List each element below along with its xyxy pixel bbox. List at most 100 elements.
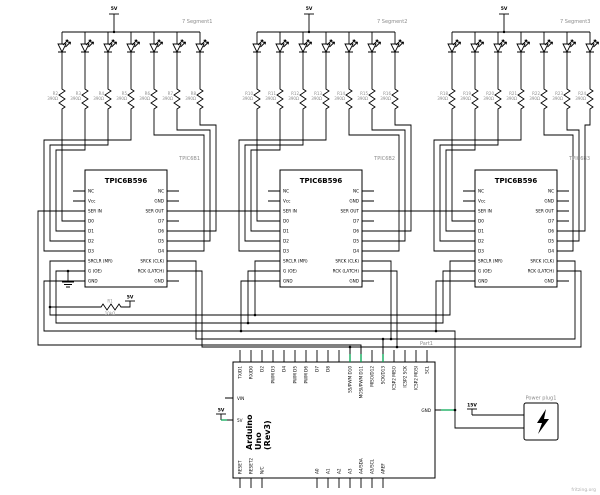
arduino-pin-label: MISO/D12	[370, 366, 375, 387]
chip-left-pin-stubs	[73, 190, 85, 282]
segment-routing-wires	[238, 112, 412, 252]
chip-pin-label: D1	[88, 229, 94, 234]
chip-pin-label: NC	[548, 189, 554, 194]
arduino-pin-label: A4/SDA	[359, 458, 364, 474]
chip-pin-label: NC	[88, 189, 94, 194]
junction-dot	[307, 30, 311, 34]
segment-group-label: 7 Segment1	[182, 19, 212, 25]
led-wires	[451, 31, 591, 86]
chip-pin-label: D1	[478, 229, 484, 234]
supply-5v-label: 5V	[501, 6, 508, 12]
chip-pin-label: D6	[548, 229, 554, 234]
arduino-pin-label: PWM D5	[293, 366, 298, 384]
chip-pin-label: D3	[88, 249, 94, 254]
supply-5v-label: 5V	[127, 295, 134, 301]
chip-pin-label: D2	[88, 239, 94, 244]
arduino-pin-label: RESET	[238, 460, 243, 474]
arduino-pin-label: ICSP2 MISO	[392, 365, 397, 390]
arduino-title: ArduinoUno(Rev3)	[245, 414, 272, 450]
chip-pin-label: D6	[353, 229, 359, 234]
supply-stems	[113, 14, 524, 420]
chip-pin-label: D0	[88, 219, 94, 224]
junction-dot	[381, 337, 385, 341]
arduino-pin-label: MOSI/PWM D11	[359, 366, 364, 399]
arduino-pin-label: D8	[326, 366, 331, 372]
arduino-pin-label: SCK/D13	[381, 366, 386, 385]
chip-pin-label: D4	[158, 249, 164, 254]
chip-pin-label: D4	[548, 249, 554, 254]
chip-pin-label: D2	[478, 239, 484, 244]
chip-right-pin-stubs	[167, 190, 179, 282]
chip-pin-label: SER IN	[88, 209, 102, 214]
chip-pin-label: NC	[353, 189, 359, 194]
arduino-pin-label: D4	[282, 366, 287, 372]
junction-dot	[502, 30, 506, 34]
chip-body	[279, 169, 363, 288]
arduino-body	[232, 361, 436, 479]
chip-pin-label: D0	[478, 219, 484, 224]
junction-dot	[395, 345, 399, 349]
arduino-pin-label: GND	[421, 408, 431, 413]
chip-pin-label: GND	[154, 199, 164, 204]
led-wires	[61, 31, 201, 86]
arduino-pin-label: TX/D1	[238, 366, 243, 380]
resistor-r1-value: 10kΩ	[105, 311, 115, 316]
chip-pin-label: GND	[154, 279, 164, 284]
chip-body	[84, 169, 168, 288]
power-plug: Power plug1 15V	[466, 396, 559, 441]
chip-pin-label: GND	[478, 279, 488, 284]
srclr-net-wire	[49, 260, 463, 316]
chip-pin-label: G (OE)	[478, 269, 492, 274]
arduino-pin-label: SCL	[425, 365, 430, 374]
junction-dot	[453, 408, 457, 412]
chip-pin-label: RCK (LATCH)	[528, 269, 555, 274]
arduino-pin-label: PWM D6	[304, 366, 309, 384]
supply-5v-label: 5V	[306, 6, 313, 12]
chip-ref-label: TPIC6B1	[178, 156, 200, 162]
supply-5v-label: 5V	[218, 408, 225, 414]
junction-dot	[66, 269, 70, 273]
chip-pin-label: GND	[349, 199, 359, 204]
chip-pin-label: GND	[349, 279, 359, 284]
supply-5v-label: 5V	[111, 6, 118, 12]
arduino-pin-label: D7	[315, 366, 320, 372]
junction-dot	[112, 30, 116, 34]
chip-pin-label: SRCLR (MR)	[478, 259, 503, 264]
chip-pin-label: Vcc	[283, 199, 291, 204]
chip-pin-label: GND	[88, 279, 98, 284]
arduino-pin-label: AREF	[381, 463, 386, 474]
chip-pin-label: NC	[158, 189, 164, 194]
chip-pin-label: D7	[353, 219, 359, 224]
shift-register-chip-3: TPIC6B596 TPIC6B3 NC Vcc SER IN D0 D1 D2…	[463, 156, 590, 288]
arduino-ref-label: Part1	[420, 341, 433, 347]
chip-pin-label: D2	[283, 239, 289, 244]
chip-pin-label: SRCK (CLK)	[140, 259, 164, 264]
watermark: fritzing.org	[571, 487, 596, 493]
chip-pin-label: D4	[353, 249, 359, 254]
shift-register-chip-1: TPIC6B596 TPIC6B1 NC Vcc SER IN D0 D1 D2…	[73, 156, 200, 288]
led-wires	[256, 31, 396, 86]
chip-body	[474, 169, 558, 288]
chip-pin-label: D5	[158, 239, 164, 244]
arduino-pin-label: A5/SCL	[370, 458, 375, 474]
chip-left-pin-stubs	[268, 190, 280, 282]
chip-pin-label: GND	[283, 279, 293, 284]
lightning-bolt-icon	[537, 409, 549, 434]
chip-left-pin-stubs	[463, 190, 475, 282]
chip-pin-label: SER OUT	[341, 209, 360, 214]
supply-15v-label: 15V	[467, 403, 477, 409]
segment-routing-wires	[433, 112, 591, 252]
